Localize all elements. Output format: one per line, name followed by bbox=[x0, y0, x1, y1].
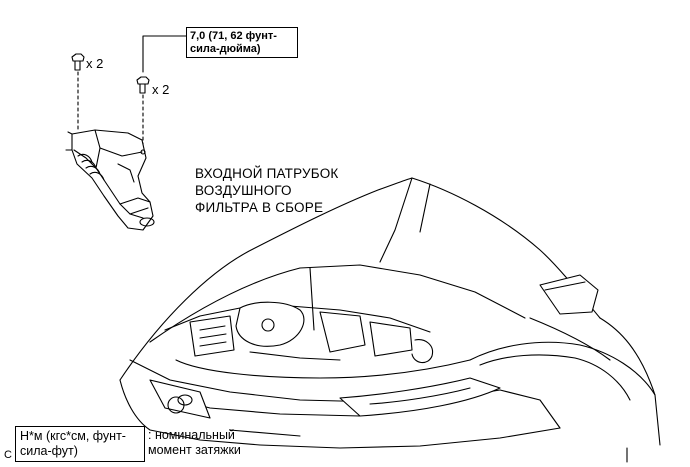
bolt-quantity-left: x 2 bbox=[86, 56, 104, 71]
bolt-quantity-right: x 2 bbox=[152, 82, 170, 97]
figure-code: C bbox=[4, 449, 12, 461]
legend-unit-line2: сила-фут) bbox=[20, 444, 78, 458]
legend-description: : номинальный момент затяжки bbox=[148, 428, 241, 458]
legend-desc-line2: момент затяжки bbox=[148, 443, 241, 457]
vehicle-drawing bbox=[119, 177, 661, 463]
part-name-line2: ВОЗДУШНОГО bbox=[195, 183, 292, 198]
part-name-label: ВХОДНОЙ ПАТРУБОК ВОЗДУШНОГО ФИЛЬТРА В СБ… bbox=[195, 165, 338, 216]
part-name-line3: ФИЛЬТРА В СБОРЕ bbox=[195, 200, 324, 215]
part-name-line1: ВХОДНОЙ ПАТРУБОК bbox=[195, 166, 339, 181]
bolt-left-icon bbox=[71, 53, 85, 71]
legend-unit-line1: Н*м (кгс*см, фунт- bbox=[20, 429, 126, 443]
air-cleaner-inlet-drawing bbox=[65, 129, 155, 231]
bolt-right-icon bbox=[136, 76, 150, 94]
torque-spec-line2: сила-дюйма) bbox=[190, 43, 261, 55]
torque-unit-legend-box: Н*м (кгс*см, фунт- сила-фут) bbox=[15, 426, 145, 462]
torque-spec-line1: 7,0 (71, 62 фунт- bbox=[190, 30, 277, 42]
torque-spec-box: 7,0 (71, 62 фунт- сила-дюйма) bbox=[186, 27, 298, 58]
torque-leader-line bbox=[142, 35, 187, 73]
legend-desc-line1: : номинальный bbox=[148, 428, 235, 442]
